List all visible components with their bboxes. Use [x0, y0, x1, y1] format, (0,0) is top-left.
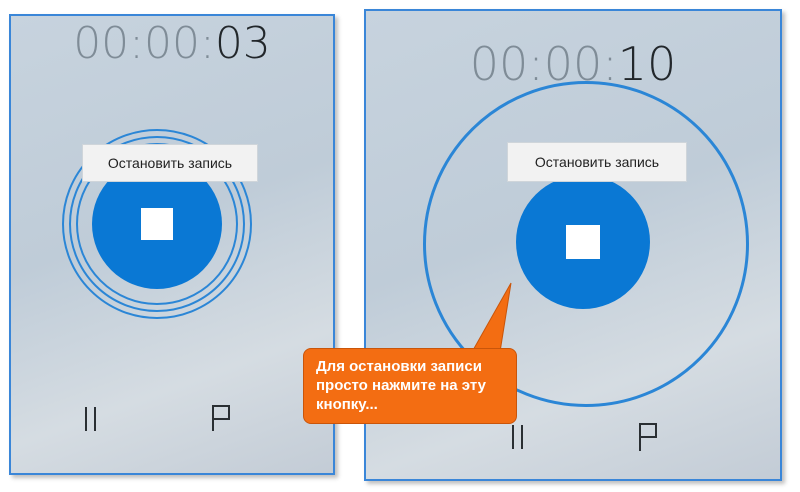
timer-seconds: 03 [214, 18, 271, 69]
right-recorder-panel: 00:00:10 Остановить запись [364, 9, 782, 481]
elapsed-timer: 00:00:03 [11, 18, 333, 69]
recording-ring-outer [62, 129, 252, 319]
pause-bar-left [85, 407, 87, 431]
timer-seconds: 10 [617, 37, 677, 91]
stop-square-icon [141, 208, 173, 240]
flag-icon[interactable] [210, 403, 236, 433]
callout-line-3: кнопку... [316, 396, 378, 413]
pause-button[interactable] [512, 425, 523, 449]
pause-bar-right [94, 407, 96, 431]
pause-button[interactable] [85, 407, 96, 431]
recording-ring-middle [69, 136, 245, 312]
callout-line-1: Для остановки записи [316, 358, 482, 375]
stop-recording-button[interactable] [516, 175, 650, 309]
instruction-callout: Для остановки записи просто нажмите на э… [303, 348, 517, 424]
stop-square-icon [566, 225, 600, 259]
pause-bar-right [521, 425, 523, 449]
stop-recording-tooltip: Остановить запись [507, 142, 687, 182]
timer-dim-part: 00:00: [73, 18, 215, 69]
left-recorder-panel: 00:00:03 Остановить запись [9, 14, 335, 475]
recording-ring [423, 81, 749, 407]
stop-recording-tooltip: Остановить запись [82, 144, 258, 182]
callout-line-2: просто нажмите на эту [316, 377, 486, 394]
flag-icon[interactable] [637, 421, 663, 453]
pause-bar-left [512, 425, 514, 449]
elapsed-timer: 00:00:10 [366, 37, 780, 91]
